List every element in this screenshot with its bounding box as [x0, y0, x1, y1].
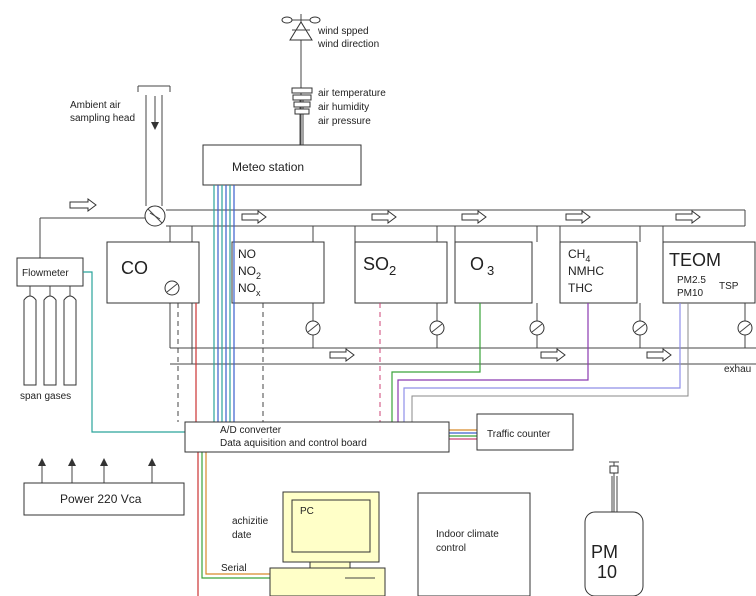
data-acquisition-label: Data aquisition and control board	[220, 438, 367, 449]
date-label: date	[232, 530, 252, 541]
nox-analyzer-box	[231, 241, 325, 304]
co-analyzer-box	[106, 241, 200, 304]
flowmeter-label: Flowmeter	[22, 268, 69, 279]
signal-cables	[83, 185, 689, 596]
achizitie-label: achizitie	[232, 516, 269, 527]
span-gases-label: span gases	[20, 391, 71, 402]
no-label: NO	[238, 247, 256, 261]
pm10-sampler-box	[584, 511, 644, 596]
air-sensor-icon	[291, 87, 313, 145]
air-temperature-label: air temperature	[318, 88, 386, 99]
exhaust-manifold	[169, 300, 756, 365]
thc-label: THC	[568, 281, 593, 295]
air-humidity-label: air humidity	[318, 102, 369, 113]
hydrocarbon-analyzer-box	[559, 241, 638, 304]
tsp-label: TSP	[719, 281, 739, 292]
traffic-counter-box	[476, 413, 574, 451]
so2-analyzer-box	[354, 241, 448, 304]
no2-label: NO2	[238, 264, 261, 281]
wind-speed-label: wind spped	[317, 26, 369, 37]
indoor-climate-box	[417, 492, 531, 596]
pm10-label: PM10	[677, 288, 704, 299]
teom-analyzer-box	[662, 241, 756, 304]
pc-label: PC	[300, 506, 314, 517]
meteo-station-label: Meteo station	[232, 160, 304, 174]
ad-converter-board	[184, 421, 450, 453]
teom-label: TEOM	[669, 250, 721, 270]
flow-arrows	[69, 198, 701, 362]
nox-label: NOx	[238, 281, 261, 298]
co-pump-icon	[164, 280, 180, 296]
wind-sensor-icon	[281, 14, 321, 145]
serial-label: Serial	[221, 563, 247, 574]
power-box	[23, 482, 185, 516]
sampling-head-icon	[137, 85, 171, 206]
wind-direction-label: wind direction	[317, 39, 379, 50]
power-label: Power 220 Vca	[60, 492, 142, 506]
pm10-sampler-head-icon	[609, 461, 619, 512]
indoor-climate-label: Indoor climate	[436, 529, 499, 540]
pump-icons	[305, 303, 753, 348]
o3-analyzer-box	[454, 241, 533, 304]
sampling-head-label: sampling head	[70, 113, 135, 124]
ad-converter-label: A/D converter	[220, 425, 282, 436]
traffic-counter-label: Traffic counter	[487, 429, 551, 440]
power-arrows-icon	[38, 458, 156, 483]
pm-label: PM	[591, 542, 618, 562]
pc-icon	[269, 491, 386, 596]
meteo-station-box	[202, 144, 362, 186]
pm25-label: PM2.5	[677, 275, 706, 286]
air-pressure-label: air pressure	[318, 116, 371, 127]
ambient-air-label: Ambient air	[70, 100, 121, 111]
so2-label: SO2	[363, 254, 396, 278]
exhaust-label: exhau	[724, 364, 751, 375]
pm10-number-label: 10	[597, 562, 617, 582]
nmhc-label: NMHC	[568, 264, 604, 278]
ch4-label: CH4	[568, 247, 590, 264]
climate-control-label: control	[436, 543, 466, 554]
span-gas-cylinders-icon	[23, 286, 77, 386]
sampling-manifold	[39, 205, 746, 258]
co-label: CO	[121, 258, 148, 278]
